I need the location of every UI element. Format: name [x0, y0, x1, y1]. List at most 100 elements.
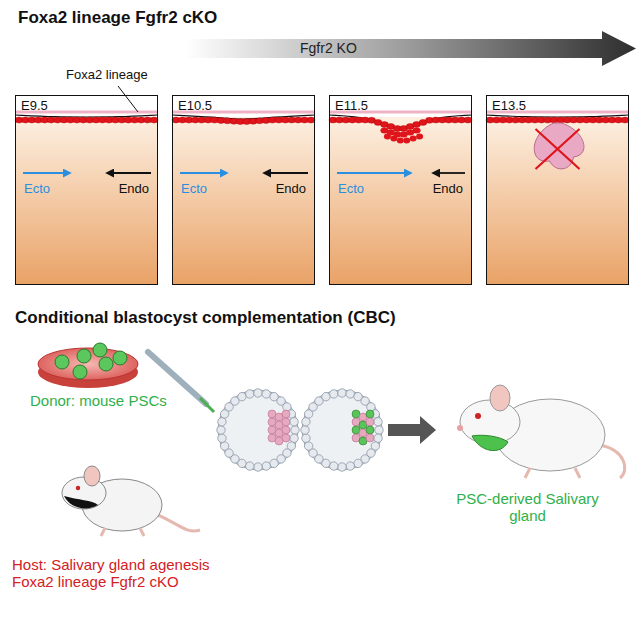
illustration-part [282, 418, 290, 426]
illustration-part [291, 426, 299, 434]
blastocyst [217, 389, 299, 471]
illustration-part [338, 463, 346, 471]
illustration-part [246, 462, 254, 470]
illustration-part [15, 115, 158, 117]
illustration-part [73, 365, 87, 379]
illustration-part [262, 390, 270, 398]
annotation-label: PSC-derived Salivary gland [440, 490, 615, 525]
dish-top [38, 348, 138, 380]
illustration-part [15, 95, 158, 285]
illustration-part [475, 413, 481, 419]
illustration-part [172, 117, 315, 285]
illustration-part [486, 95, 629, 285]
illustration-part [536, 129, 580, 169]
illustration-part [330, 462, 338, 470]
illustration-part [366, 418, 374, 426]
illustration-part [307, 117, 315, 123]
leader-line [118, 86, 138, 112]
annotation-label: Host: Salivary gland agenesis Foxa2 line… [12, 556, 237, 591]
diagram-title: Foxa2 lineage Fgfr2 cKO [18, 8, 217, 28]
illustration-part [15, 117, 158, 285]
illustration-part [254, 463, 262, 471]
illustration-part [472, 435, 508, 450]
illustration-part [172, 95, 315, 285]
illustration-part [330, 390, 338, 398]
illustration-part [217, 426, 225, 434]
direction-label: Ecto [181, 182, 207, 197]
panel-illustration [15, 95, 158, 285]
stage-label: E11.5 [335, 99, 368, 114]
illustration-part [101, 528, 144, 536]
illustration-part [329, 95, 472, 285]
illustration-part [302, 434, 310, 442]
illustration-part [525, 468, 580, 478]
illustration-part [55, 343, 127, 379]
stage-panel: E10.5Ecto Endo [172, 95, 315, 285]
illustration-part [322, 392, 330, 400]
illustration-part [238, 392, 246, 400]
illustration-part [374, 418, 382, 426]
illustration-part [77, 349, 91, 363]
illustration-part [15, 95, 629, 285]
illustration-part [486, 115, 629, 117]
illustration-part [366, 434, 374, 442]
illustration-part [621, 117, 629, 123]
illustration-part [366, 426, 374, 434]
illustration-part [99, 357, 113, 371]
illustration-part [301, 426, 309, 434]
illustration-part [290, 418, 298, 426]
blastocyst [301, 389, 383, 471]
stage-panel: E13.5 [486, 95, 629, 285]
illustration-part [180, 172, 227, 174]
illustration-part [282, 426, 290, 434]
illustration-part [220, 442, 228, 450]
annotation-label: Conditional blastocyst complementation (… [15, 308, 396, 328]
direction-label: Ecto [338, 182, 364, 197]
illustration-part [264, 172, 308, 174]
illustration-part [416, 133, 423, 139]
annotation-label: Donor: mouse PSCs [30, 392, 167, 409]
illustration-part [218, 418, 226, 426]
illustration-part [246, 390, 254, 398]
stage-label: E13.5 [492, 99, 526, 114]
annotation-label: Fgfr2 KO [300, 40, 357, 56]
illustration-part [490, 385, 510, 411]
illustration-part [534, 123, 584, 169]
illustration-part [62, 477, 106, 509]
illustration-part [366, 410, 374, 418]
stage-label: E10.5 [178, 99, 212, 114]
illustration-part [346, 462, 354, 470]
illustration-part [107, 172, 151, 174]
illustration-part [397, 138, 404, 144]
illustration-part [375, 426, 383, 434]
illustration-part [282, 410, 290, 418]
illustration-part [354, 459, 362, 467]
stage-panel: E9.5EctoEndo [15, 95, 158, 285]
host-mouse [62, 466, 200, 536]
illustration-part [64, 496, 98, 508]
illustration-part [302, 418, 310, 426]
illustration-part [282, 434, 290, 442]
illustration-part [218, 390, 298, 470]
illustration-part [329, 115, 472, 128]
illustration-part [457, 425, 463, 431]
illustration-part [93, 343, 107, 357]
illustration-part [403, 138, 410, 144]
illustration-part [270, 459, 278, 467]
illustration-part [302, 390, 382, 470]
illustration-part [410, 136, 417, 142]
direction-label: Endo [276, 182, 306, 197]
direction-label: Ecto [24, 182, 50, 197]
illustration-part [486, 117, 629, 285]
illustration-part [337, 172, 411, 174]
panel-illustration [329, 95, 472, 285]
illustration-part [23, 172, 70, 174]
illustration-part [290, 434, 298, 442]
stage-panel: E11.5EctoEndo [329, 95, 472, 285]
illustration-part [55, 355, 69, 369]
illustration-part [374, 434, 382, 442]
panel-illustration [486, 95, 629, 285]
illustration-part [329, 117, 472, 285]
illustration-part [338, 389, 346, 397]
illustration-part [464, 117, 472, 123]
